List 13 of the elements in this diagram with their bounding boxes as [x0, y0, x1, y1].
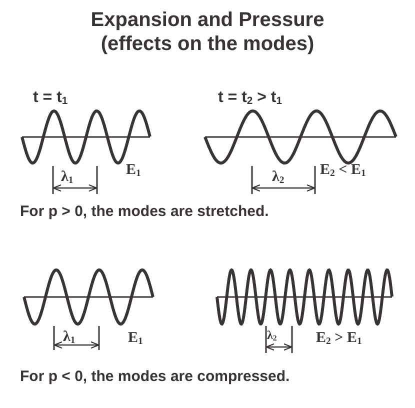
energy-label: E$_{1}$: [128, 330, 143, 347]
time-label: t = t$_{2}$ > t$_{1}$: [218, 89, 282, 108]
caption-text: For p < 0, the modes are compressed.: [20, 368, 290, 385]
caption-text: For p > 0, the modes are stretched.: [20, 203, 269, 220]
time-label: t = t$_{1}$: [33, 89, 68, 108]
wavelength-label: λ$_{1}$: [63, 329, 76, 346]
wavelength-label: λ$_{1}$: [61, 169, 74, 186]
wavelength-label: λ$_{2}$: [267, 328, 277, 343]
energy-comparison: E$_{2}$ > E$_{1}$: [316, 330, 362, 347]
diagram-title: Expansion and Pressure (effects on the modes): [90, 8, 326, 56]
wavelength-label: λ$_{2}$: [272, 169, 284, 186]
energy-label: E$_{1}$: [126, 162, 141, 179]
energy-comparison: E$_{2}$ < E$_{1}$: [320, 162, 366, 179]
